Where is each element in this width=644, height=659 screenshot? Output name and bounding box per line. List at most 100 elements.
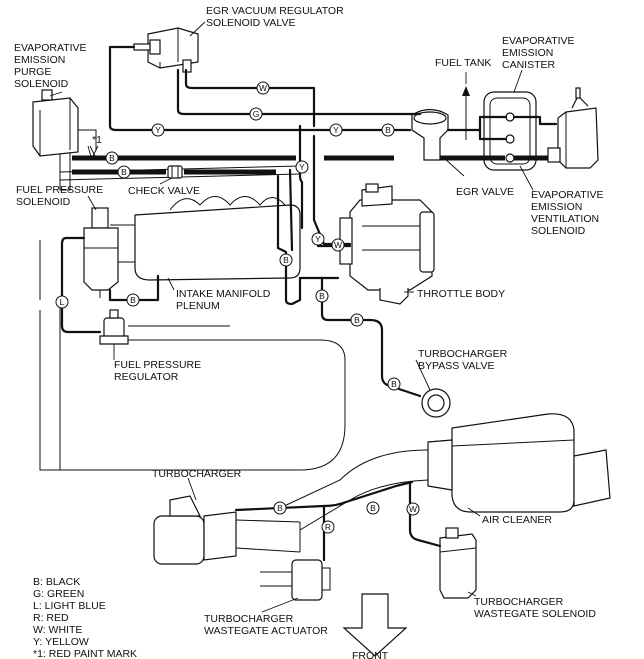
label-egr-vacuum-regulator-2: SOLENOID VALVE [206, 17, 295, 29]
hose-code-y-riser2: Y [311, 232, 325, 246]
label-evap-vent-1: EVAPORATIVE [531, 189, 604, 201]
label-red-mark: *1 [92, 134, 102, 146]
front-arrow [342, 593, 408, 657]
legend-item: *1: RED PAINT MARK [33, 648, 137, 659]
svg-text:B: B [121, 167, 127, 177]
turbocharger-wastegate-actuator [260, 559, 331, 601]
hose-code-b-fp-solenoid: B [126, 293, 140, 307]
svg-text:Y: Y [315, 234, 321, 244]
svg-text:B: B [283, 255, 289, 265]
label-wastegate-solenoid-2: WASTEGATE SOLENOID [474, 608, 596, 620]
hose-code-w-wastegate: W [406, 502, 420, 516]
hose-code-b-egr: B [381, 123, 395, 137]
red-paint-mark [87, 145, 97, 161]
legend-item: Y: YELLOW [33, 636, 89, 648]
hose-code-w-throttle: W [331, 238, 345, 252]
hose-code-b-lower: B [117, 165, 131, 179]
hose-code-y-left: Y [151, 123, 165, 137]
hose-code-badges: W G Y Y B B B Y [55, 81, 420, 534]
label-evap-canister-1: EVAPORATIVE [502, 35, 575, 47]
label-evap-purge-1: EVAPORATIVE [14, 42, 87, 54]
legend-item: B: BLACK [33, 576, 80, 588]
air-cleaner [427, 413, 611, 513]
label-fuel-pressure-regulator-2: REGULATOR [114, 371, 179, 383]
fuel-pressure-solenoid [83, 207, 119, 298]
svg-text:B: B [385, 125, 391, 135]
svg-text:Y: Y [155, 125, 161, 135]
svg-text:W: W [259, 83, 267, 93]
color-legend: B: BLACK G: GREEN L: LIGHT BLUE R: RED W… [33, 576, 137, 659]
check-valve [167, 165, 183, 179]
legend-item: G: GREEN [33, 588, 84, 600]
label-evap-vent-3: VENTILATION [531, 213, 599, 225]
turbocharger [153, 495, 301, 565]
svg-text:B: B [391, 379, 397, 389]
evap-ventilation-solenoid [547, 87, 599, 169]
svg-text:W: W [409, 504, 417, 514]
leader-lines [49, 21, 534, 613]
label-front: FRONT [352, 650, 389, 659]
svg-text:B: B [354, 315, 360, 325]
svg-text:B: B [277, 503, 283, 513]
label-evap-purge-4: SOLENOID [14, 78, 69, 90]
hose-code-b-turbo-left: B [273, 501, 287, 515]
label-egr-valve: EGR VALVE [456, 186, 514, 198]
egr-vacuum-regulator-solenoid-valve [133, 27, 199, 73]
label-turbocharger: TURBOCHARGER [152, 468, 242, 480]
svg-text:G: G [253, 109, 260, 119]
hose-code-b-upper: B [105, 151, 119, 165]
intake-manifold-plenum [110, 196, 301, 281]
label-wastegate-solenoid-1: TURBOCHARGER [474, 596, 564, 608]
svg-text:R: R [325, 522, 331, 532]
label-air-cleaner: AIR CLEANER [482, 514, 552, 526]
hose-code-l-left: L [55, 295, 69, 309]
label-evap-purge-3: PURGE [14, 66, 51, 78]
label-throttle-body: THROTTLE BODY [417, 288, 505, 300]
component-labels: EGR VACUUM REGULATOR SOLENOID VALVE EVAP… [14, 5, 604, 659]
hose-code-b-turbo-right: B [366, 501, 380, 515]
hose-code-b-plenum-left: B [279, 253, 293, 267]
label-evap-purge-2: EMISSION [14, 54, 65, 66]
label-fuel-pressure-solenoid-2: SOLENOID [16, 196, 71, 208]
label-evap-vent-4: SOLENOID [531, 225, 586, 237]
fuel-pressure-regulator [99, 309, 129, 345]
hose-code-b-throttle-drop: B [315, 289, 329, 303]
svg-text:B: B [370, 503, 376, 513]
svg-text:L: L [60, 297, 65, 307]
svg-text:W: W [334, 240, 342, 250]
throttle-body [339, 183, 435, 305]
label-egr-vacuum-regulator-1: EGR VACUUM REGULATOR [206, 5, 344, 17]
hose-code-y-riser1: Y [295, 160, 309, 174]
svg-text:Y: Y [333, 125, 339, 135]
label-wastegate-actuator-2: WASTEGATE ACTUATOR [204, 625, 328, 637]
turbocharger-wastegate-solenoid [439, 527, 477, 599]
legend-item: W: WHITE [33, 624, 82, 636]
hose-code-b-bypass-vert: B [387, 377, 401, 391]
svg-text:B: B [319, 291, 325, 301]
intake-tube [279, 449, 429, 531]
evap-canister [483, 91, 537, 171]
hose-code-g-top: G [249, 107, 263, 121]
svg-text:Y: Y [299, 162, 305, 172]
label-turbo-bypass-2: BYPASS VALVE [418, 360, 494, 372]
label-evap-vent-2: EMISSION [531, 201, 582, 213]
legend-item: R: RED [33, 612, 69, 624]
svg-text:B: B [130, 295, 136, 305]
fuel-tank-arrow [462, 86, 470, 140]
hose-code-r-actuator: R [321, 520, 335, 534]
hose-code-w-top: W [256, 81, 270, 95]
label-evap-canister-2: EMISSION [502, 47, 553, 59]
label-intake-manifold-1: INTAKE MANIFOLD [176, 288, 271, 300]
hose-code-b-bypass-horiz: B [350, 313, 364, 327]
hose-code-y-right: Y [329, 123, 343, 137]
legend-item: L: LIGHT BLUE [33, 600, 106, 612]
engine-block [39, 240, 346, 471]
evap-purge-solenoid [32, 89, 97, 157]
egr-valve [411, 108, 449, 161]
label-wastegate-actuator-1: TURBOCHARGER [204, 613, 294, 625]
label-check-valve: CHECK VALVE [128, 185, 200, 197]
label-fuel-tank: FUEL TANK [435, 57, 491, 69]
svg-text:B: B [109, 153, 115, 163]
